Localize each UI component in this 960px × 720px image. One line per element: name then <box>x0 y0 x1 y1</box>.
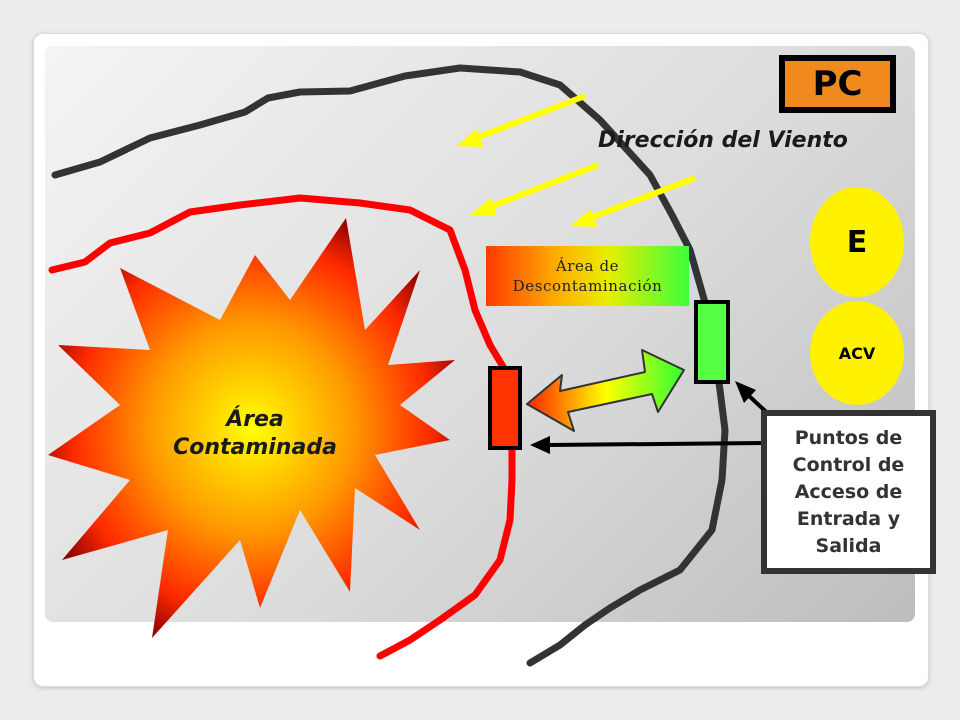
e-circle: E <box>810 187 904 297</box>
wind-arrow <box>570 175 697 227</box>
contaminated-area-label: Área Contaminada <box>150 406 360 462</box>
wind-arrow <box>470 162 600 216</box>
command-post-box: PC <box>779 55 896 113</box>
warm-zone-boundary <box>51 64 729 667</box>
hot-zone-boundary <box>48 194 516 660</box>
contaminated-area-starburst <box>48 218 455 638</box>
warm-zone-access-point <box>694 300 730 384</box>
wind-arrow <box>456 93 587 147</box>
checkpoints-line: Entrada y <box>796 507 901 530</box>
callout-arrow <box>530 436 765 454</box>
e-circle-label: E <box>846 224 868 260</box>
acv-circle: ACV <box>810 301 904 405</box>
checkpoints-line: Control de <box>792 453 905 476</box>
decontamination-area-box: Área de Descontaminación <box>486 246 689 306</box>
access-checkpoints-box: Puntos de Control de Acceso de Entrada y… <box>761 410 936 574</box>
decontamination-flow-arrow <box>526 349 685 432</box>
checkpoints-line: Salida <box>815 534 882 557</box>
contaminated-label-line1: Área <box>226 407 284 432</box>
acv-circle-label: ACV <box>838 343 876 363</box>
checkpoints-line: Puntos de <box>794 426 903 449</box>
hot-zone-access-point <box>488 366 522 450</box>
checkpoints-line: Acceso de <box>794 480 903 503</box>
command-post-label: PC <box>812 64 863 104</box>
decontamination-label-line2: Descontaminación <box>512 277 663 295</box>
decontamination-label-line1: Área de <box>555 257 620 275</box>
wind-direction-label: Dirección del Viento <box>598 128 848 153</box>
contaminated-label-line2: Contaminada <box>173 435 337 460</box>
